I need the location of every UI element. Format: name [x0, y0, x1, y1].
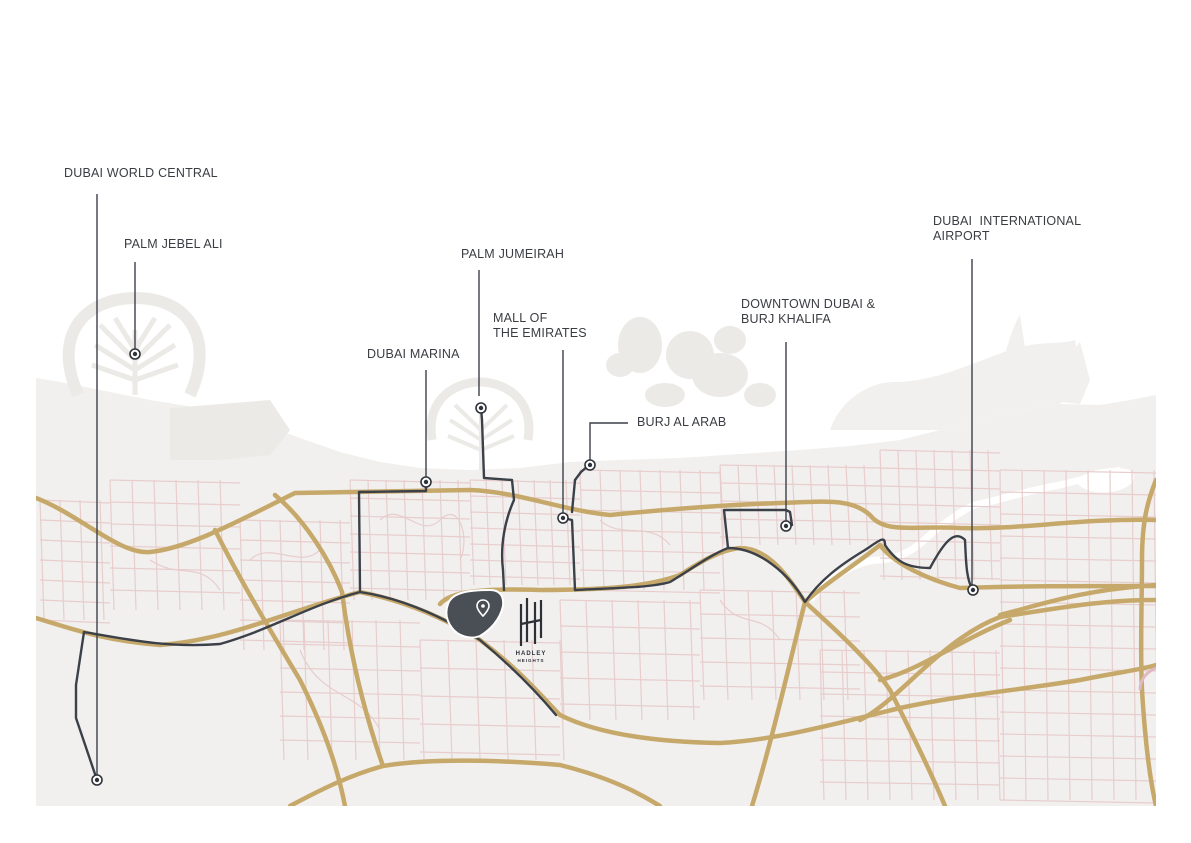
label-downtown-dubai: DOWNTOWN DUBAI & BURJ KHALIFA: [741, 297, 876, 326]
label-palm-jumeirah: PALM JUMEIRAH: [461, 247, 565, 261]
route-lines: [74, 406, 975, 782]
dubai-creek: [807, 466, 1121, 603]
label-dubai-marina: DUBAI MARINA: [367, 347, 460, 361]
palm-jebel-ali-fronds: [91, 316, 179, 395]
landmark-markers: [91, 348, 979, 786]
marker-dot-palm-jebel-ali: [132, 351, 138, 357]
location-pin-icon[interactable]: [476, 599, 490, 618]
jebel-ali-port: [170, 400, 290, 460]
label-mall-of-the-emirates: MALL OF THE EMIRATES: [493, 311, 587, 340]
leader-lines: [96, 194, 973, 780]
major-road-network: [36, 477, 1156, 806]
label-palm-jebel-ali: PALM JEBEL ALI: [124, 237, 223, 251]
the-world-islands: [606, 317, 776, 407]
deira-coastline: [830, 315, 1090, 430]
marker-dot-mall-of-the-emirates: [560, 515, 566, 521]
palm-jumeirah-island: [426, 377, 534, 470]
label-burj-al-arab: BURJ AL ARAB: [637, 415, 727, 429]
marker-dot-palm-jumeirah: [478, 405, 484, 411]
marker-dot-downtown-dubai: [783, 523, 789, 529]
ring-road-right: [1138, 666, 1156, 691]
label-dubai-world-central: DUBAI WORLD CENTRAL: [64, 166, 218, 180]
marker-dot-dubai-world-central: [94, 777, 100, 783]
marker-dot-dubai-marina: [423, 479, 429, 485]
land-mass: [36, 378, 1156, 806]
hadley-heights-site[interactable]: [445, 588, 505, 639]
marker-dot-burj-al-arab: [587, 462, 593, 468]
brand-name-line2: HEIGHTS: [517, 658, 544, 663]
hadley-heights-logo: HADLEY HEIGHTS: [516, 598, 547, 663]
label-dubai-international-airport: DUBAI INTERNATIONAL AIRPORT: [933, 214, 1082, 243]
brand-name-line1: HADLEY: [516, 651, 547, 657]
creek-lagoon: [1075, 468, 1134, 493]
marker-dot-dubai-international-airport: [970, 587, 976, 593]
